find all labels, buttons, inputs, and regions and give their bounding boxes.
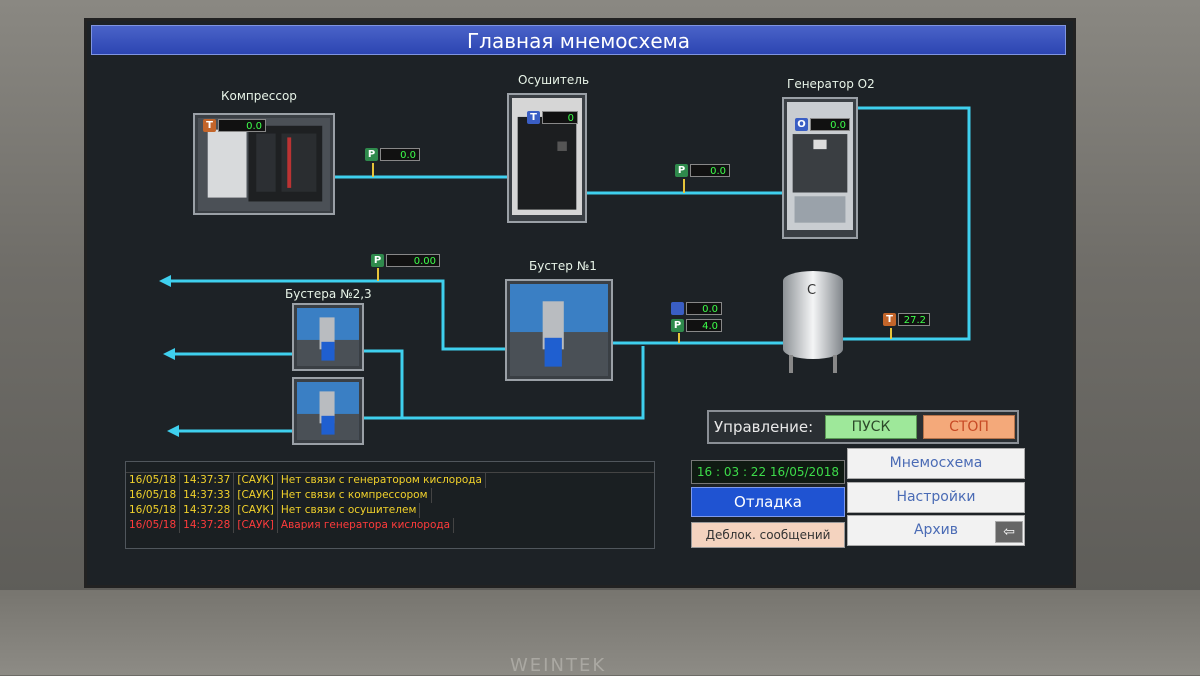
booster3-unit[interactable] [292, 377, 364, 445]
pipe-network [159, 106, 971, 437]
arrow-outlet-3 [167, 425, 179, 437]
screen-title: Главная мнемосхема [91, 25, 1066, 55]
log-date: 16/05/18 [126, 503, 181, 518]
receiver-tank-image [783, 271, 843, 373]
temperature-tag: T [203, 119, 216, 132]
outlet-pressure-value: 0.00 [386, 254, 440, 267]
booster-pressure-gauge: P 4.0 [671, 318, 722, 333]
pressure-tag: P [371, 254, 384, 267]
dryer-pressure-gauge: P 0.0 [675, 163, 730, 178]
generator-o2-value: 0.0 [810, 118, 850, 131]
arrow-outlet-1 [159, 275, 171, 287]
pipe-booster1-line [167, 279, 505, 351]
control-panel: Управление: ПУСК СТОП [707, 410, 1019, 444]
booster1-label: Бустер №1 [529, 259, 597, 273]
log-time: 14:37:28 [180, 503, 235, 518]
compressor-pressure-gauge: P 0.0 [365, 147, 420, 162]
pipe-booster2 [362, 349, 404, 418]
log-msg: Нет связи с компрессором [278, 488, 432, 503]
log-msg: Нет связи с осушителем [278, 503, 421, 518]
compressor-image [198, 118, 330, 212]
temperature-tag: T [527, 111, 540, 124]
receiver-tank[interactable]: С [781, 269, 845, 375]
pipe-generator-loop [843, 106, 971, 341]
hmi-screen: Главная мнемосхема Компрессор [84, 18, 1076, 588]
arrow-outlet-2 [163, 348, 175, 360]
compressor-temp-value: 0.0 [218, 119, 266, 132]
receiver-temp-value: 27.2 [898, 313, 930, 326]
log-src: [САУК] [234, 473, 278, 488]
log-date: 16/05/18 [126, 473, 181, 488]
booster-pressure-value: 4.0 [686, 319, 722, 332]
debug-button[interactable]: Отладка [691, 487, 845, 517]
generator-label: Генератор О2 [787, 77, 875, 91]
dryer-temp-gauge: T 0 [527, 110, 578, 125]
level-tag [671, 302, 684, 315]
booster-level-gauge: 0.0 [671, 301, 722, 316]
log-src: [САУК] [234, 503, 278, 518]
pipe-booster1-down [362, 346, 645, 420]
log-time: 14:37:37 [180, 473, 235, 488]
dryer-pressure-value: 0.0 [690, 164, 730, 177]
unblock-messages-button[interactable]: Деблок. сообщений [691, 522, 845, 548]
outlet-pressure-gauge: P 0.00 [371, 253, 440, 268]
dryer-unit[interactable] [507, 93, 587, 223]
compressor-label: Компрессор [221, 89, 297, 103]
stop-button[interactable]: СТОП [923, 415, 1015, 439]
dryer-label: Осушитель [518, 73, 590, 87]
log-date: 16/05/18 [126, 488, 181, 503]
log-msg: Нет связи с генератором кислорода [278, 473, 486, 488]
temperature-tag: T [883, 313, 896, 326]
boosters23-label: Бустера №2,3 [285, 287, 372, 301]
pressure-tag: P [675, 164, 688, 177]
nav-settings-button[interactable]: Настройки [847, 482, 1025, 513]
event-log-header [126, 462, 654, 473]
booster3-image [297, 382, 359, 441]
hmi-bezel-bottom [0, 590, 1200, 675]
compressor-pressure-value: 0.0 [380, 148, 420, 161]
booster1-unit[interactable] [505, 279, 613, 381]
oxygen-tag: O [795, 118, 808, 131]
booster-level-value: 0.0 [686, 302, 722, 315]
compressor-temp-gauge: T 0.0 [203, 118, 266, 133]
booster2-image [297, 308, 359, 367]
pressure-tag: P [671, 319, 684, 332]
receiver-label: С [807, 283, 817, 298]
clock-display: 16 : 03 : 22 16/05/2018 [691, 460, 845, 484]
log-src: [САУК] [234, 518, 278, 533]
start-button[interactable]: ПУСК [825, 415, 917, 439]
log-msg: Авария генератора кислорода [278, 518, 455, 533]
log-date: 16/05/18 [126, 518, 181, 533]
pressure-tag: P [365, 148, 378, 161]
booster2-unit[interactable] [292, 303, 364, 371]
log-src: [САУК] [234, 488, 278, 503]
back-arrow-icon[interactable]: ⇦ [995, 521, 1023, 543]
log-time: 14:37:28 [180, 518, 235, 533]
receiver-temp-gauge: T 27.2 [883, 312, 930, 327]
nav-mnemo-button[interactable]: Мнемосхема [847, 448, 1025, 479]
brand-logo: WEINTEK [510, 655, 607, 676]
generator-o2-gauge: O 0.0 [795, 117, 850, 132]
booster1-image [510, 284, 608, 377]
log-time: 14:37:33 [180, 488, 235, 503]
control-label: Управление: [714, 418, 814, 436]
compressor-unit[interactable] [193, 113, 335, 215]
dryer-temp-value: 0 [542, 111, 578, 124]
